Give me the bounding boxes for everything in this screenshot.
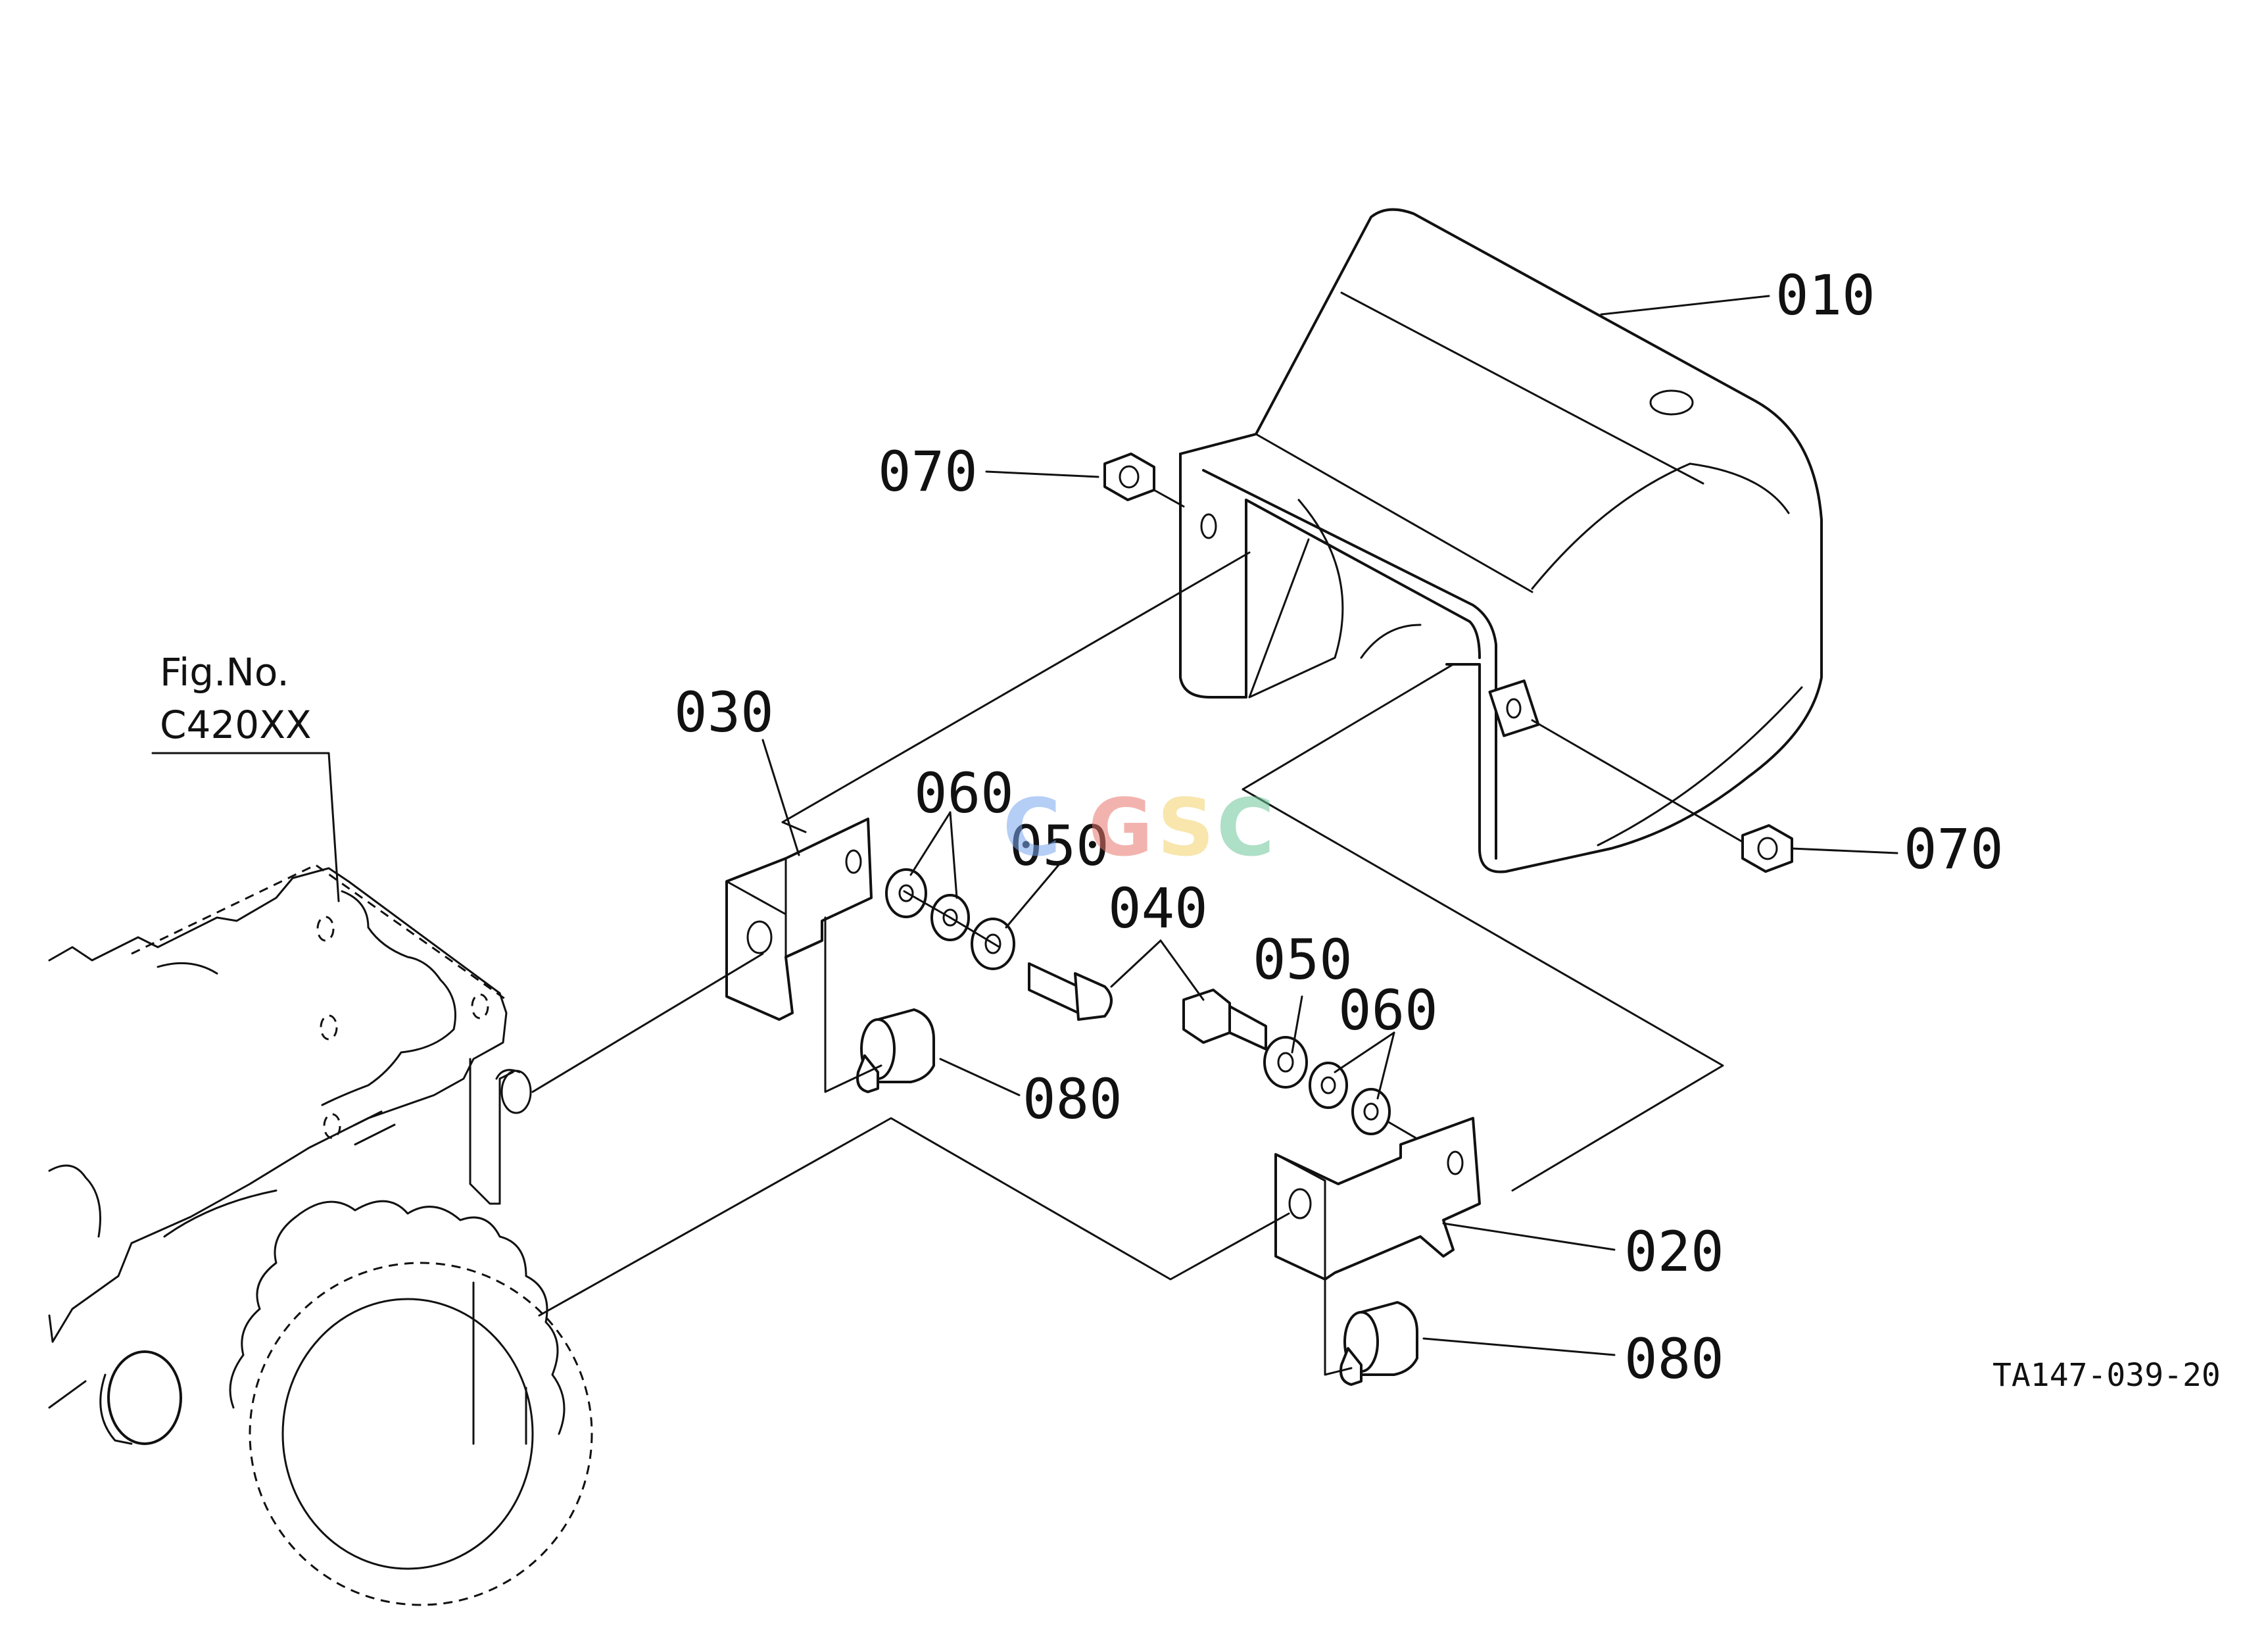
label-080-upper: 080 bbox=[1023, 1067, 1122, 1131]
part-010-cover: 010 bbox=[1179, 208, 1875, 873]
transmission-housing bbox=[48, 864, 593, 1606]
label-080-lower: 080 bbox=[1624, 1327, 1724, 1391]
label-070-lower: 070 bbox=[1904, 817, 2004, 881]
part-080-upper: 080 bbox=[856, 1008, 1122, 1131]
label-050-right: 050 bbox=[1253, 927, 1353, 992]
watermark-letter-c2: C bbox=[1217, 783, 1274, 874]
part-030-bracket: 030 bbox=[674, 680, 873, 1021]
washers-and-bolt-right: 040 050 060 bbox=[1108, 876, 1438, 1146]
part-070-nut-upper: 070 bbox=[878, 439, 1185, 508]
watermark-cgsc: C G S C bbox=[1003, 783, 1274, 874]
part-080-lower: 080 bbox=[1339, 1301, 1724, 1391]
label-060-right: 060 bbox=[1338, 978, 1438, 1043]
part-020-bracket: 020 bbox=[1274, 1117, 1724, 1284]
label-040: 040 bbox=[1108, 876, 1208, 941]
label-050-left: 050 bbox=[1009, 814, 1109, 878]
label-030: 030 bbox=[674, 680, 774, 745]
label-020: 020 bbox=[1624, 1219, 1724, 1284]
drawing-code: TA147-039-20 bbox=[1992, 1357, 2221, 1394]
watermark-letter-g: G bbox=[1088, 783, 1153, 874]
fig-no-value: C420XX bbox=[160, 702, 312, 747]
fig-no-label: Fig.No. bbox=[160, 650, 289, 695]
watermark-letter-c1: C bbox=[1003, 783, 1061, 874]
watermark-letter-s: S bbox=[1157, 783, 1214, 874]
washers-and-bolt-left: 060 050 bbox=[885, 761, 1113, 1021]
label-010: 010 bbox=[1775, 263, 1875, 328]
assembly-lines bbox=[531, 551, 1724, 1376]
label-070-upper: 070 bbox=[878, 439, 978, 504]
part-070-nut-lower: 070 bbox=[1531, 719, 2004, 881]
figure-reference: Fig.No. C420XX bbox=[151, 650, 340, 902]
label-060-left: 060 bbox=[914, 761, 1014, 825]
